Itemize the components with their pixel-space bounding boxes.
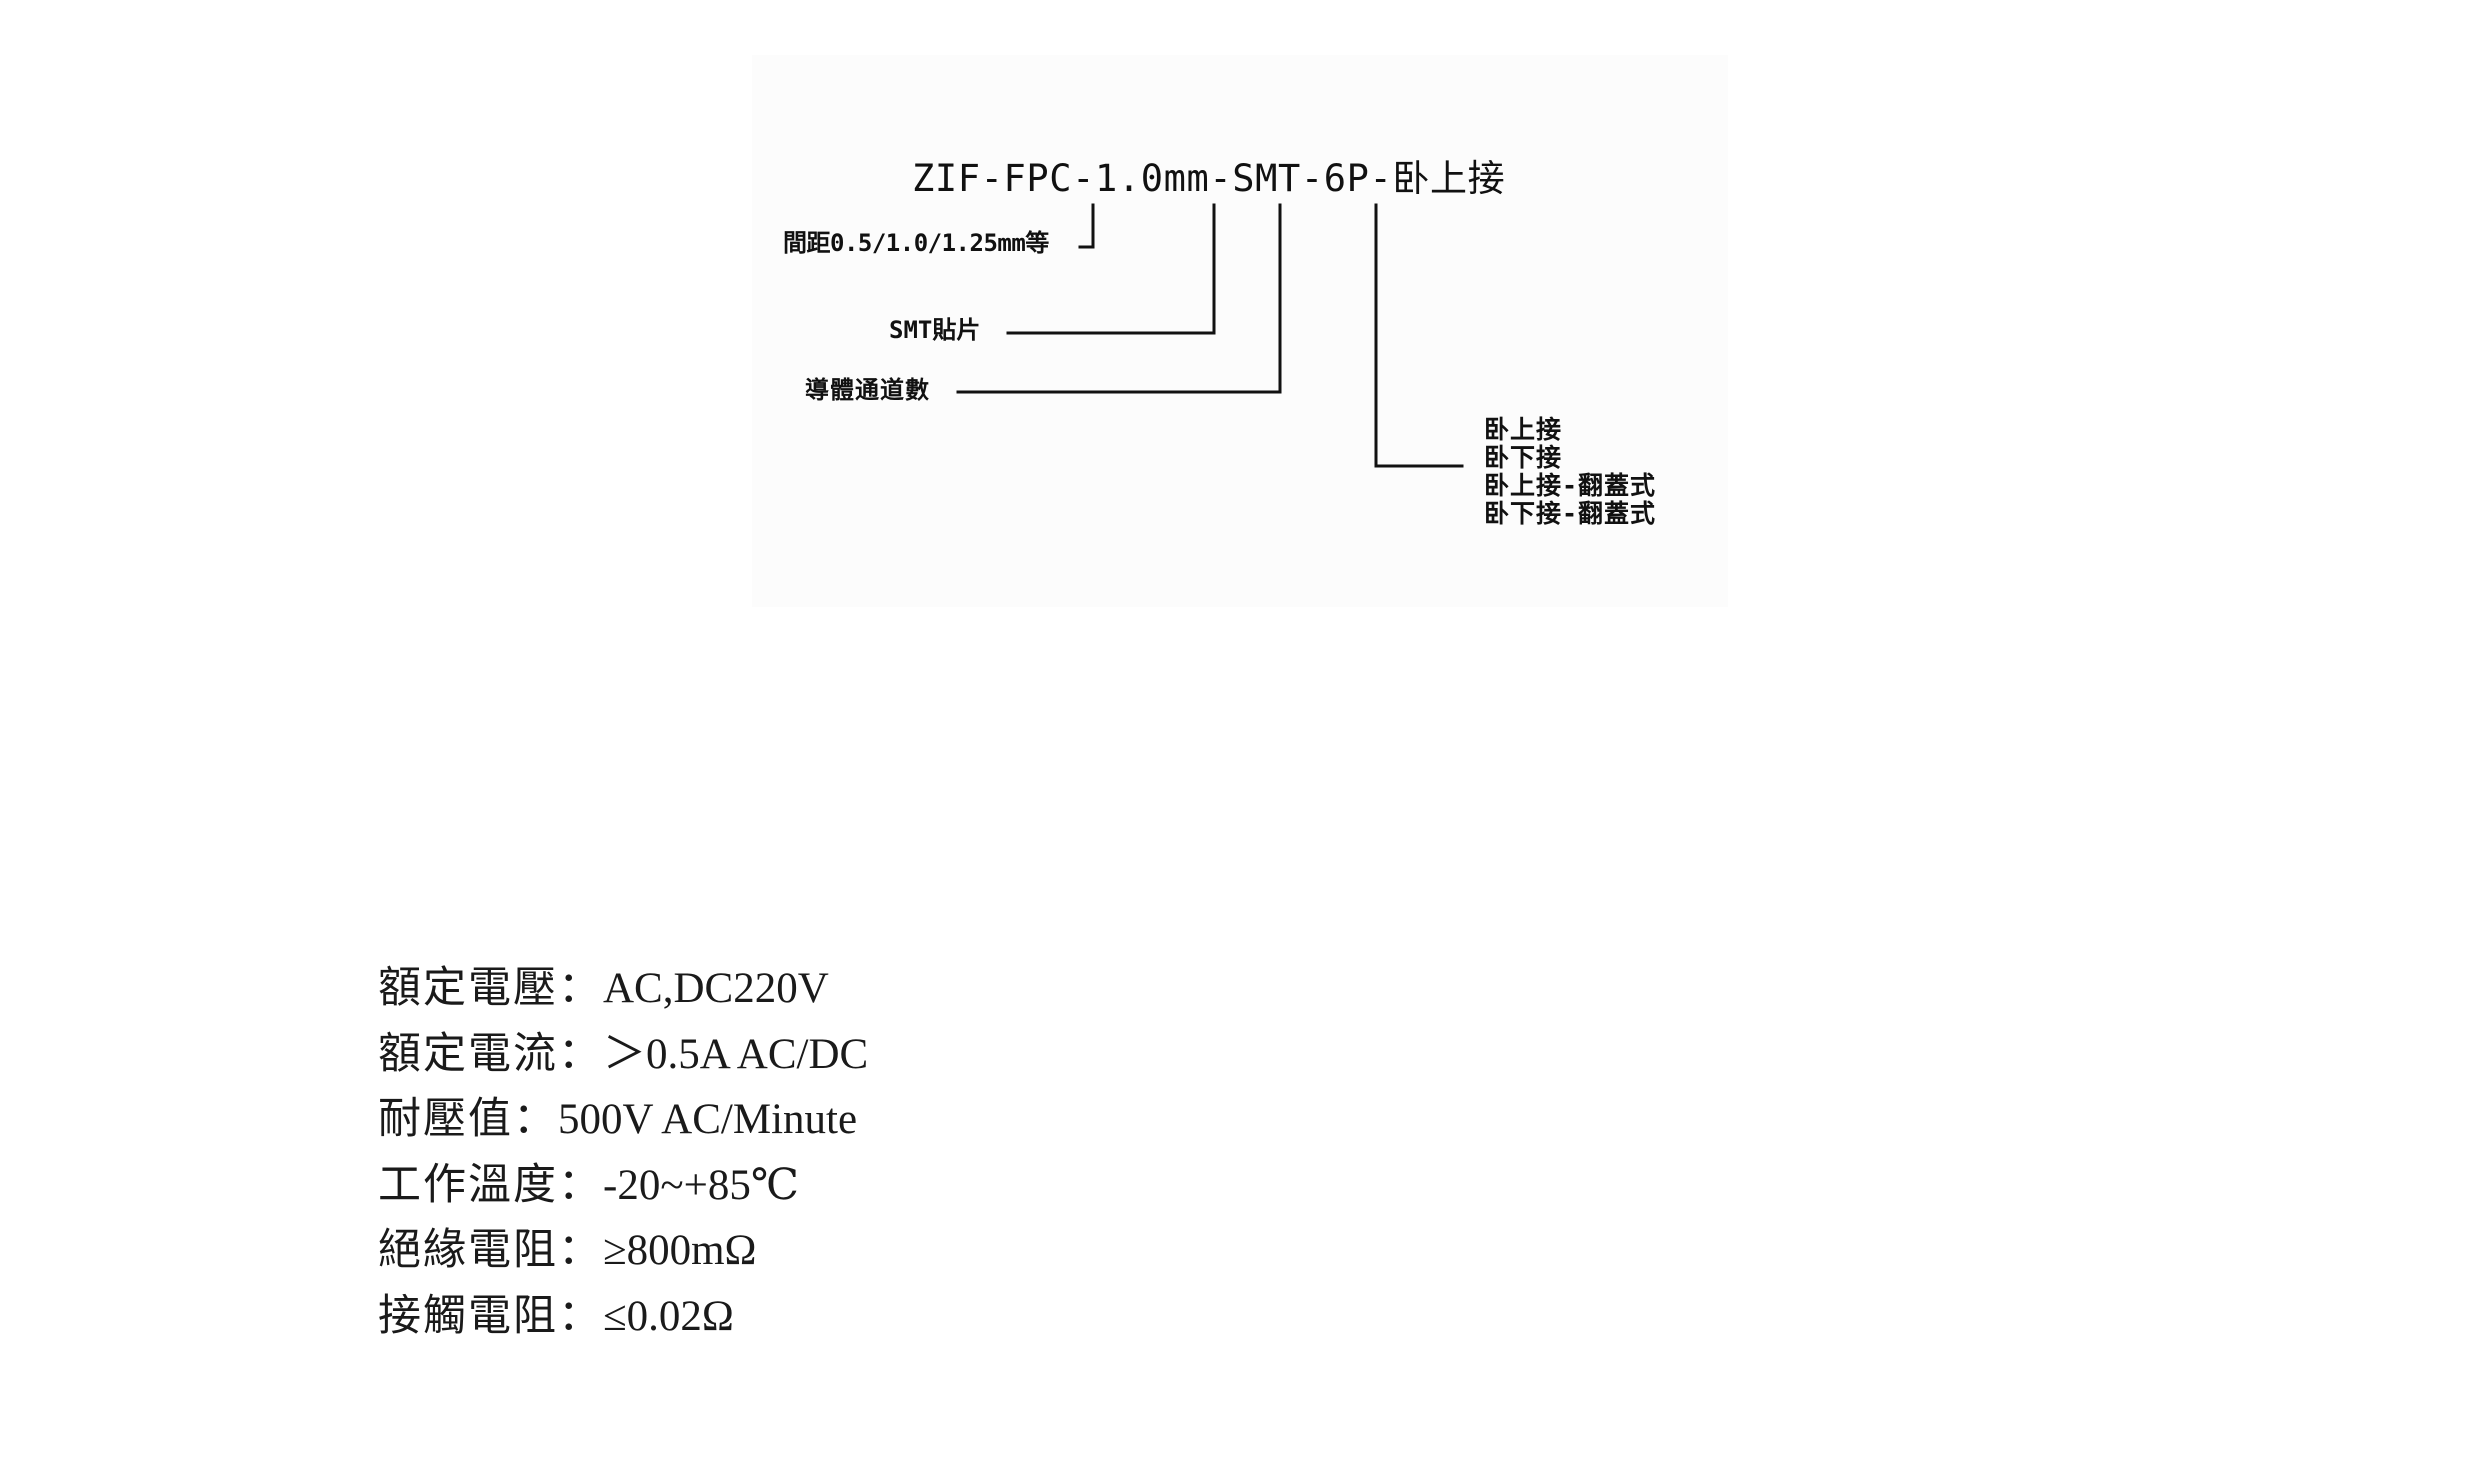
- orientation-option: 卧上接: [1484, 415, 1563, 444]
- spec-insulation-resistance: 絕緣電阻：≥800mΩ: [378, 1218, 868, 1284]
- spec-label: 工作溫度：: [378, 1161, 603, 1209]
- spec-contact-resistance: 接觸電阻：≤0.02Ω: [378, 1284, 868, 1350]
- conductor-count-annotation: 導體通道數: [805, 376, 930, 404]
- spec-value: ≥800mΩ: [603, 1227, 757, 1274]
- orientation-option: 卧下接: [1484, 443, 1563, 472]
- spec-value: ＞0.5A AC/DC: [603, 1030, 869, 1078]
- spec-label: 額定電壓：: [378, 965, 603, 1012]
- spec-label: 額定電流：: [378, 1030, 603, 1078]
- specifications-list: 額定電壓：AC,DC220V 額定電流：＞0.5A AC/DC 耐壓值：500V…: [378, 956, 868, 1349]
- pitch-annotation: 間距0.5/1.0/1.25mm等: [783, 229, 1049, 257]
- spec-rated-current: 額定電流：＞0.5A AC/DC: [378, 1022, 868, 1088]
- orientation-options-list: 卧上接 卧下接 卧上接-翻蓋式 卧下接-翻蓋式: [1484, 416, 1656, 528]
- spec-operating-temperature: 工作溫度：-20~+85℃: [378, 1153, 868, 1219]
- spec-value: ≤0.02Ω: [603, 1292, 734, 1340]
- spec-value: 500V AC/Minute: [558, 1096, 858, 1143]
- spec-value: AC,DC220V: [603, 965, 829, 1012]
- spec-withstand-voltage: 耐壓值：500V AC/Minute: [378, 1087, 868, 1153]
- spec-label: 接觸電阻：: [378, 1292, 603, 1340]
- spec-label: 耐壓值：: [378, 1096, 558, 1143]
- part-number-title: ZIF-FPC-1.0mm-SMT-6P-卧上接: [912, 157, 1506, 200]
- spec-label: 絕緣電阻：: [378, 1227, 603, 1274]
- orientation-option: 卧上接-翻蓋式: [1484, 471, 1657, 500]
- spec-rated-voltage: 額定電壓：AC,DC220V: [378, 956, 868, 1022]
- spec-value: -20~+85℃: [603, 1161, 799, 1209]
- orientation-option: 卧下接-翻蓋式: [1484, 499, 1657, 528]
- mounting-annotation: SMT貼片: [889, 316, 981, 344]
